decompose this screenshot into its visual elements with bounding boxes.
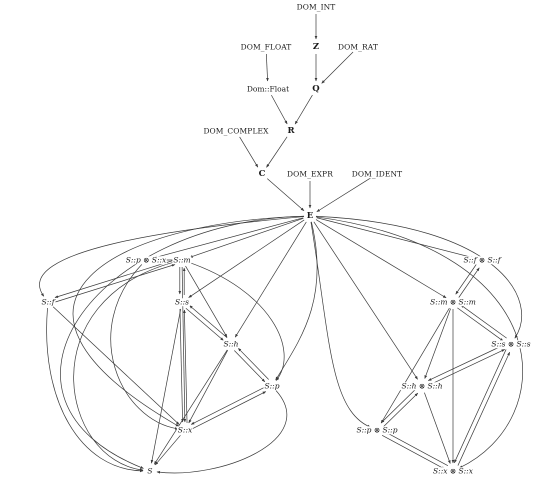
node-dom-int: DOM_INT — [295, 2, 337, 12]
edge-sm-to-sx — [181, 266, 187, 423]
edge-sh-to-sp — [234, 350, 266, 383]
node-sp-tensor-sp: S::p ⊗ S::p — [355, 425, 399, 435]
node-sm: S::m — [172, 255, 192, 265]
edge-dom-rat-to-q — [321, 51, 354, 84]
edge-c-to-e — [267, 178, 305, 211]
edge-e-to-sp-sx — [153, 217, 304, 259]
edge-ss-to-s — [150, 308, 182, 464]
edge-sm-sm-to-sp-sp — [380, 307, 450, 424]
edge-sm-to-sh — [185, 265, 228, 338]
edge-sm-to-s — [73, 261, 177, 472]
edge-sp-to-sx — [190, 386, 265, 425]
node-sh: S::h — [222, 339, 240, 349]
node-r: R — [286, 125, 296, 136]
node-ss: S::s — [173, 297, 191, 307]
node-sx: S::x — [176, 425, 194, 435]
edge-e-to-sx — [72, 215, 305, 427]
edge-sh-to-sx — [188, 350, 229, 424]
edge-e-to-sh-sh — [313, 221, 418, 380]
edge-sf-to-sm — [55, 264, 176, 303]
edge-ss-ss-to-sx-sx — [454, 349, 507, 464]
edge-sp-to-s — [156, 390, 288, 474]
edge-sh-sh-to-sx-sx — [424, 392, 451, 464]
node-sm-tensor-sm: S::m ⊗ S::m — [429, 297, 477, 307]
edge-sx-to-ss — [183, 309, 188, 423]
edge-dom-float-to-dom-float2 — [265, 53, 269, 82]
edge-dom-ident-to-e — [316, 177, 372, 213]
edge-sp-sp-to-sh-sh — [383, 392, 419, 427]
edge-sp-sp-to-sx-sx — [381, 434, 446, 470]
edge-sm-sm-to-ss-ss — [457, 307, 504, 342]
edge-sx-sx-to-ss-ss — [457, 351, 510, 466]
edge-e-to-sx-sx — [315, 216, 524, 469]
edge-e-to-sf-sf — [316, 217, 475, 259]
edge-e-to-sm — [189, 217, 304, 258]
node-dom-float: DOM_FLOAT — [239, 42, 293, 52]
edge-sp-to-sh — [237, 347, 269, 380]
edge-ss-to-sh — [185, 307, 224, 341]
edge-sm-sm-to-sh-sh — [424, 308, 451, 379]
edge-e-to-sm-sm — [315, 219, 447, 299]
node-q: Q — [311, 83, 321, 94]
edge-e-to-ss-ss — [315, 215, 522, 339]
edge-sx-to-sp — [192, 391, 267, 430]
edge-r-to-c — [266, 136, 288, 168]
edge-sh-sh-to-ss-ss — [429, 349, 506, 386]
edge-sh-to-s — [154, 349, 228, 465]
node-dom-rat: DOM_RAT — [337, 42, 379, 52]
edge-e-to-sp-sp — [310, 221, 371, 428]
node-z: Z — [311, 41, 321, 52]
edge-sh-sh-to-sp-sp — [380, 389, 416, 424]
edge-sm-to-sp — [187, 261, 285, 381]
edge-sp-sx-to-sx — [110, 264, 179, 430]
node-sp-tensor-sx: S::p ⊗ S::x — [124, 255, 168, 265]
edge-sm-sm-to-sf-sf — [458, 267, 480, 298]
edge-ss-to-sx — [179, 309, 184, 423]
node-s: S — [146, 466, 154, 476]
edge-sf-sf-to-sm-sm — [455, 264, 477, 295]
edge-e-to-ss — [188, 219, 305, 298]
edge-sx-to-s — [154, 435, 181, 466]
edge-dom-complex-to-c — [239, 136, 259, 168]
node-sp: S::p — [263, 381, 281, 391]
edge-sh-to-ss — [189, 305, 228, 339]
node-c: C — [257, 168, 267, 179]
node-sf: S::f — [40, 297, 56, 307]
edge-sf-to-sx — [52, 306, 180, 425]
edge-sf-to-s — [46, 307, 144, 473]
edge-e-to-sp — [275, 221, 318, 381]
node-dom-float-domain: Dom::Float — [245, 84, 291, 94]
node-e: E — [305, 210, 315, 221]
edge-ss-ss-to-sh-sh — [427, 344, 504, 381]
edge-sx-sx-to-sp-sp — [384, 431, 449, 467]
node-dom-complex: DOM_COMPLEX — [202, 126, 270, 136]
edge-dom-float2-to-r — [271, 94, 288, 125]
node-sf-tensor-sf: S::f ⊗ S::f — [462, 255, 502, 265]
node-sh-tensor-sh: S::h ⊗ S::h — [400, 381, 444, 391]
edge-e-to-sh — [234, 221, 307, 338]
edge-ss-ss-to-sm-sm — [460, 304, 507, 339]
edge-q-to-r — [294, 94, 313, 125]
node-ss-tensor-ss: S::s ⊗ S::s — [490, 339, 532, 349]
edge-e-to-sf — [39, 216, 305, 297]
node-dom-ident: DOM_IDENT — [350, 169, 404, 179]
edge-sm-to-sf — [54, 259, 175, 298]
node-dom-expr: DOM_EXPR — [286, 169, 334, 179]
node-sx-tensor-sx: S::x ⊗ S::x — [432, 466, 474, 476]
